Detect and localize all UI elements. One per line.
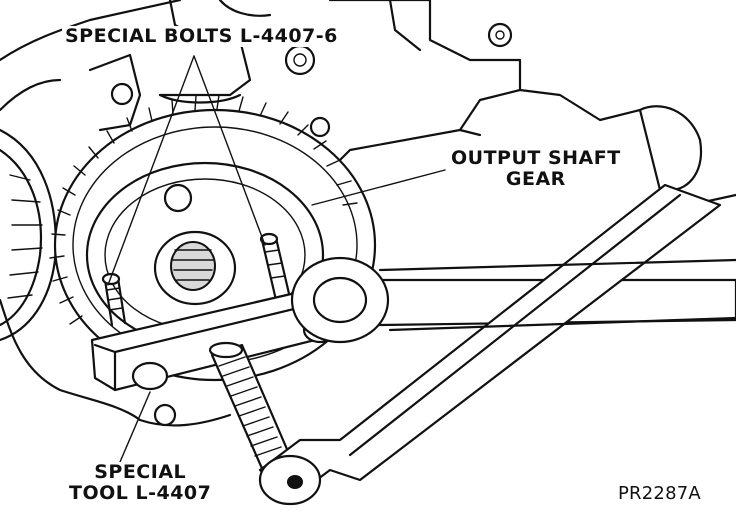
- output-shaft-gear-label-line2: GEAR: [505, 168, 566, 191]
- figure-reference: PR2287A: [618, 483, 701, 504]
- leader-special-tool: [119, 391, 151, 463]
- special-bolts: [101, 232, 292, 327]
- leader-bolt-right: [193, 55, 266, 246]
- leader-bolt-left: [107, 55, 195, 286]
- special-tool-label-line1: SPECIAL: [94, 461, 187, 483]
- leader-output-gear: [311, 169, 446, 206]
- output-shaft-gear-label-line1: OUTPUT SHAFT: [451, 147, 621, 169]
- wrench: [258, 183, 736, 506]
- special-tool-label: SPECIAL TOOL L-4407: [66, 461, 215, 505]
- special-tool-label-line2: TOOL L-4407: [69, 482, 212, 505]
- left-gear: [0, 128, 57, 342]
- output-shaft-gear-label: OUTPUT SHAFT GEAR: [448, 147, 624, 191]
- special-bolts-label: SPECIAL BOLTS L-4407-6: [62, 25, 341, 48]
- leader-lines: [107, 55, 446, 463]
